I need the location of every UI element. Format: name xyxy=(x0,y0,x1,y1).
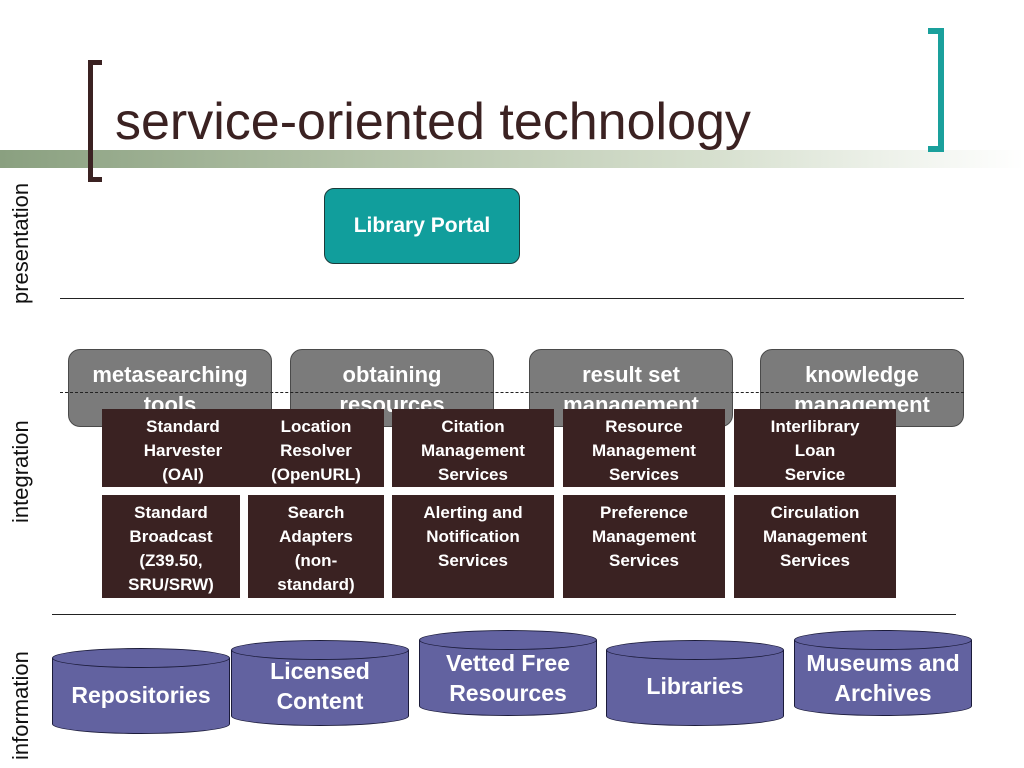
service-search-adapters: Search Adapters (non- standard) xyxy=(248,495,384,598)
service-preference-management: Preference Management Services xyxy=(563,495,725,598)
page-title: service-oriented technology xyxy=(115,93,751,151)
service-citation-management: Citation Management Services xyxy=(392,409,554,487)
source-label: Licensed Content xyxy=(270,658,370,714)
service-resource-management: Resource Management Services xyxy=(563,409,725,487)
information-separator xyxy=(52,614,956,615)
service-interlibrary-loan: Interlibrary Loan Service xyxy=(734,409,896,487)
source-libraries-cylinder: Libraries xyxy=(606,640,784,726)
source-label: Vetted Free Resources xyxy=(446,650,570,706)
source-licensed-content-cylinder: Licensed Content xyxy=(231,640,409,726)
presentation-separator xyxy=(60,298,964,299)
source-repositories-cylinder: Repositories xyxy=(52,648,230,734)
source-label: Repositories xyxy=(71,682,211,708)
service-location-resolver: Location Resolver (OpenURL) xyxy=(248,409,384,487)
source-vetted-free-resources-cylinder: Vetted Free Resources xyxy=(419,630,597,716)
library-portal-box: Library Portal xyxy=(324,188,520,264)
service-circulation-management: Circulation Management Services xyxy=(734,495,896,598)
source-label: Libraries xyxy=(646,673,744,699)
source-label: Museums and Archives xyxy=(806,650,960,706)
source-museums-archives-cylinder: Museums and Archives xyxy=(794,630,972,716)
service-standard-broadcast: Standard Broadcast (Z39.50, SRU/SRW) xyxy=(102,495,240,598)
layer-label-integration: integration xyxy=(8,420,33,523)
layer-label-presentation: presentation xyxy=(8,182,33,304)
integration-dashed-line xyxy=(60,392,964,393)
left-bracket xyxy=(88,60,102,182)
service-standard-harvester: Standard Harvester (OAI) xyxy=(102,409,264,487)
title-band xyxy=(0,150,1024,168)
right-bracket xyxy=(928,28,944,152)
layer-label-information: information xyxy=(8,651,33,760)
service-alerting-notification: Alerting and Notification Services xyxy=(392,495,554,598)
